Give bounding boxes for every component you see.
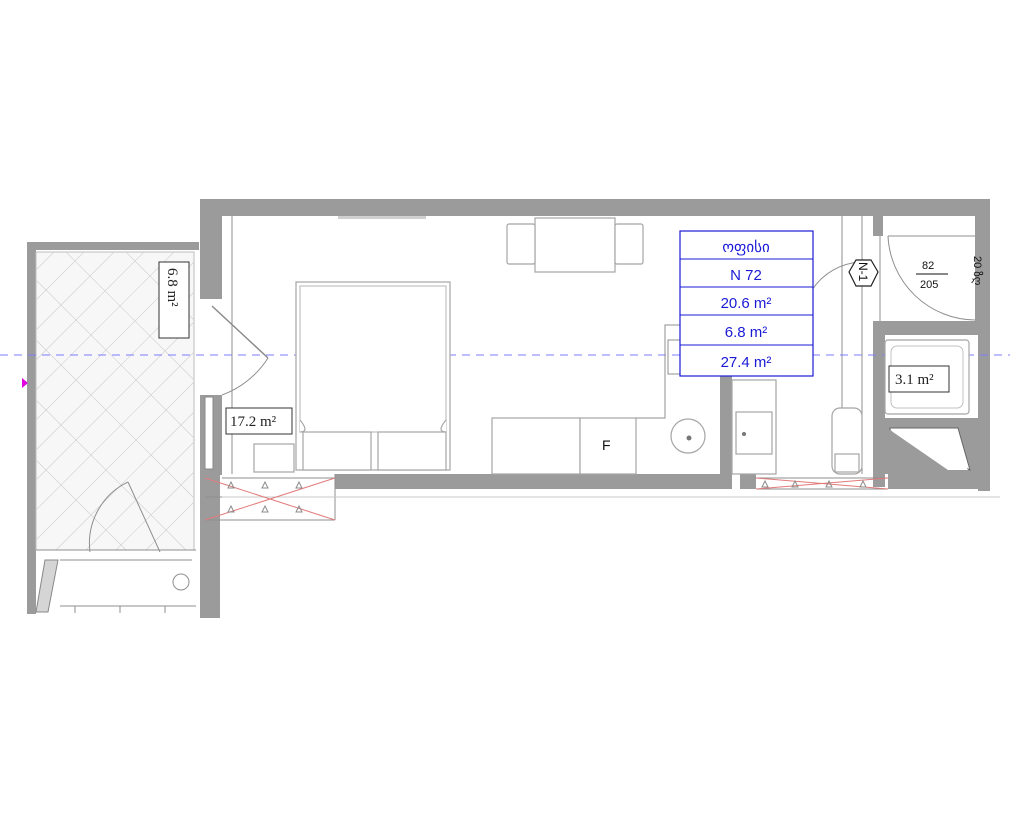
door-sill: 20 ზღ: [971, 256, 984, 286]
balcony-side-panel: [35, 559, 59, 613]
kitchen: F: [491, 324, 706, 475]
sink: [735, 411, 773, 455]
top-wall: [200, 199, 990, 216]
toilet-tank: [834, 453, 860, 473]
info-table: ოფისი N 72 20.6 m² 6.8 m² 27.4 m²: [679, 230, 814, 377]
left-wall-lower: [200, 474, 220, 618]
left-wall-upper: [200, 199, 222, 299]
bottom-wall-main: [335, 474, 720, 489]
desk: [506, 217, 644, 273]
bathroom: 3.1 m²: [878, 339, 978, 474]
door-width: 82: [922, 260, 934, 272]
corridor: [731, 261, 863, 475]
pillow-left: [302, 431, 372, 471]
fridge: [579, 417, 637, 475]
info-number: N 72: [730, 267, 762, 284]
round-table-dot: [686, 435, 692, 441]
info-table-frame: [679, 230, 814, 377]
balcony-area-label: 6.8 m²: [164, 268, 180, 307]
bath-area-label: 3.1 m²: [895, 372, 934, 388]
window-strip: [338, 216, 426, 219]
right-wall-upper: [975, 216, 990, 321]
balcony-drain: [172, 573, 190, 591]
chair-right: [614, 223, 644, 265]
door-tag-code: N-1: [856, 262, 870, 282]
left-door: [204, 305, 269, 470]
balcony: 6.8 m²: [27, 242, 199, 614]
main-area-label: 17.2 m²: [230, 414, 277, 430]
chair-left: [506, 223, 536, 265]
opening-crosses: [204, 477, 889, 521]
desk-top: [534, 217, 616, 273]
entrance-door: 82 205 20 ზღ: [879, 235, 984, 321]
pillow-right: [377, 431, 447, 471]
bottom-wall-right: [888, 474, 990, 489]
balcony-top-rail: [27, 242, 199, 250]
balcony-left-rail: [27, 242, 36, 614]
balcony-door-leaf: [127, 481, 161, 553]
partition-kitchen-bath: [720, 374, 732, 489]
door-height: 205: [920, 279, 938, 291]
door-tag-hex: [848, 259, 879, 287]
bed: [253, 281, 451, 473]
fridge-label: F: [602, 437, 611, 453]
right-wall-lower: [978, 321, 990, 491]
shaft-inner-fill: [890, 430, 968, 470]
sink-drain: [742, 432, 746, 436]
axis-marker: [22, 378, 28, 388]
nightstand: [253, 443, 295, 473]
info-area-2: 6.8 m²: [725, 324, 768, 341]
main-area-box: [225, 407, 293, 435]
bathroom-top-wall: [873, 321, 990, 335]
info-area-1: 20.6 m²: [721, 295, 772, 312]
doorframe-stub: [873, 216, 883, 236]
walls: [200, 199, 990, 618]
balcony-area-box: [158, 261, 190, 339]
kitchen-counter: [491, 417, 581, 475]
door-tag: N-1: [848, 259, 879, 287]
bottom-wall-stub: [740, 474, 756, 489]
info-name: ოფისი: [722, 239, 770, 256]
info-area-3: 27.4 m²: [721, 354, 772, 371]
bath-area-box: [888, 365, 950, 393]
balcony-door-swing: [88, 481, 129, 553]
